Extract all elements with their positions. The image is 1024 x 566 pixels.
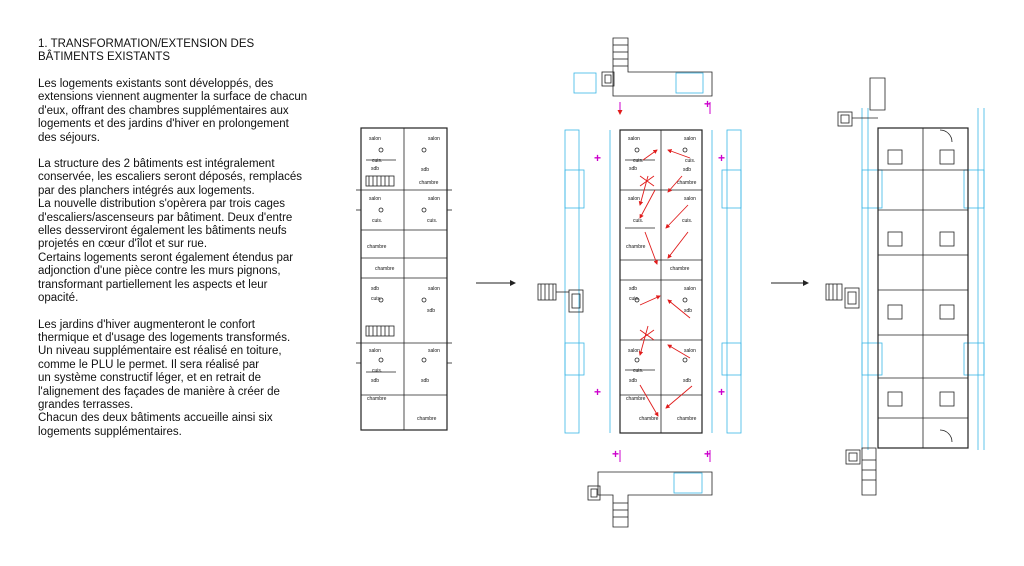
redistribution-arrows xyxy=(638,149,693,417)
room-label: chambre xyxy=(677,416,697,422)
room-label: salon xyxy=(369,136,381,142)
plus-markers: + + + + + + + xyxy=(594,97,725,461)
room-label: chambre xyxy=(626,396,646,402)
room-label: sdb xyxy=(629,286,637,292)
room-label: salon xyxy=(684,196,696,202)
room-label: salon xyxy=(684,286,696,292)
room-label: cuis. xyxy=(372,368,382,374)
room-label: cuis. xyxy=(633,218,643,224)
room-label: sdb xyxy=(629,166,637,172)
room-label: chambre xyxy=(417,416,437,422)
paragraph-structure: La structure des 2 bâtiments est intégra… xyxy=(38,158,302,305)
extension-markers xyxy=(617,102,711,462)
plus-marker: + xyxy=(704,447,711,461)
plus-marker: + xyxy=(704,97,711,111)
plan-existing xyxy=(356,127,452,431)
plus-marker: + xyxy=(594,385,601,399)
room-label: salon xyxy=(684,348,696,354)
room-label: cuis. xyxy=(629,296,639,302)
room-label: chambre xyxy=(375,266,395,272)
paragraph-existing: Les logements existants sont développés,… xyxy=(38,78,308,144)
room-label: salon xyxy=(428,196,440,202)
room-label: sdb xyxy=(683,167,691,173)
plan-transformation xyxy=(537,37,742,528)
room-label: chambre xyxy=(677,180,697,186)
room-label: cuis. xyxy=(685,158,695,164)
paragraph-winter-gardens: Les jardins d'hiver augmenteront le conf… xyxy=(38,318,291,438)
room-label: salon xyxy=(628,136,640,142)
room-label: sdb xyxy=(371,286,379,292)
section-heading: 1. TRANSFORMATION/EXTENSION DES BÂTIMENT… xyxy=(38,38,255,63)
plus-marker: + xyxy=(718,151,725,165)
room-label: sdb xyxy=(371,166,379,172)
plan-transformation-labels: salon salon cuis. cuis. sdb sdb chambre … xyxy=(626,136,697,422)
plus-marker: + xyxy=(718,385,725,399)
room-label: sdb xyxy=(684,308,692,314)
room-label: cuis. xyxy=(633,368,643,374)
plan-existing-labels: salon salon cuis. sdb sdb chambre salon … xyxy=(367,136,440,422)
room-label: sdb xyxy=(683,378,691,384)
room-label: salon xyxy=(428,348,440,354)
room-label: chambre xyxy=(670,266,690,272)
room-label: salon xyxy=(628,348,640,354)
room-label: salon xyxy=(428,286,440,292)
room-label: cuis. xyxy=(371,296,381,302)
room-label: chambre xyxy=(367,244,387,250)
room-label: cuis. xyxy=(372,218,382,224)
room-label: salon xyxy=(369,348,381,354)
description-text: 1. TRANSFORMATION/EXTENSION DES BÂTIMENT… xyxy=(38,38,323,452)
room-label: sdb xyxy=(371,378,379,384)
room-label: cuis. xyxy=(682,218,692,224)
room-label: chambre xyxy=(419,180,439,186)
plus-marker: + xyxy=(612,447,619,461)
room-label: sdb xyxy=(629,378,637,384)
room-label: cuis. xyxy=(427,218,437,224)
plan-proposed xyxy=(825,77,985,496)
room-label: cuis. xyxy=(372,158,382,164)
room-label: sdb xyxy=(421,378,429,384)
room-label: sdb xyxy=(427,308,435,314)
room-label: chambre xyxy=(367,396,387,402)
room-label: salon xyxy=(369,196,381,202)
room-label: salon xyxy=(628,196,640,202)
room-label: sdb xyxy=(421,167,429,173)
room-label: salon xyxy=(684,136,696,142)
room-label: salon xyxy=(428,136,440,142)
plus-marker: + xyxy=(594,151,601,165)
room-label: cuis. xyxy=(633,158,643,164)
room-label: chambre xyxy=(639,416,659,422)
room-label: chambre xyxy=(626,244,646,250)
